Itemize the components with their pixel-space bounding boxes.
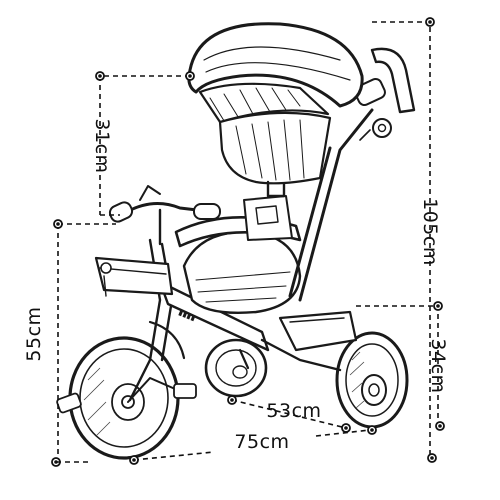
front-wheel bbox=[68, 336, 180, 460]
front-mudguard bbox=[148, 320, 186, 360]
dimension-total-height bbox=[372, 17, 437, 463]
label-total-height: 105cm bbox=[419, 198, 441, 266]
dimension-total-length bbox=[129, 425, 377, 465]
dimension-rear-width bbox=[227, 395, 351, 433]
label-canopy-height: 31cm bbox=[91, 118, 113, 173]
label-total-length: 75cm bbox=[234, 431, 289, 453]
rear-right-wheel bbox=[335, 331, 409, 429]
canopy bbox=[187, 22, 364, 198]
dimension-canopy-height bbox=[95, 71, 195, 216]
frame: ▮▮▮▮ bbox=[158, 280, 342, 372]
rear-basket bbox=[278, 310, 358, 352]
dimension-seat-height bbox=[51, 219, 116, 467]
dimension-labels: 31cm 105cm 55cm 34cm 53cm 75cm bbox=[23, 118, 449, 453]
front-basket bbox=[94, 256, 174, 297]
seat bbox=[174, 195, 302, 314]
handlebar bbox=[108, 185, 221, 246]
tricycle-illustration: ▮▮▮▮ bbox=[56, 22, 416, 460]
dimension-lines bbox=[51, 17, 445, 467]
label-rear-height: 34cm bbox=[427, 338, 449, 393]
label-seat-height: 55cm bbox=[23, 306, 45, 361]
rear-left-wheel bbox=[204, 338, 268, 398]
label-rear-width: 53cm bbox=[266, 400, 321, 422]
dimension-rear-height bbox=[356, 301, 445, 431]
